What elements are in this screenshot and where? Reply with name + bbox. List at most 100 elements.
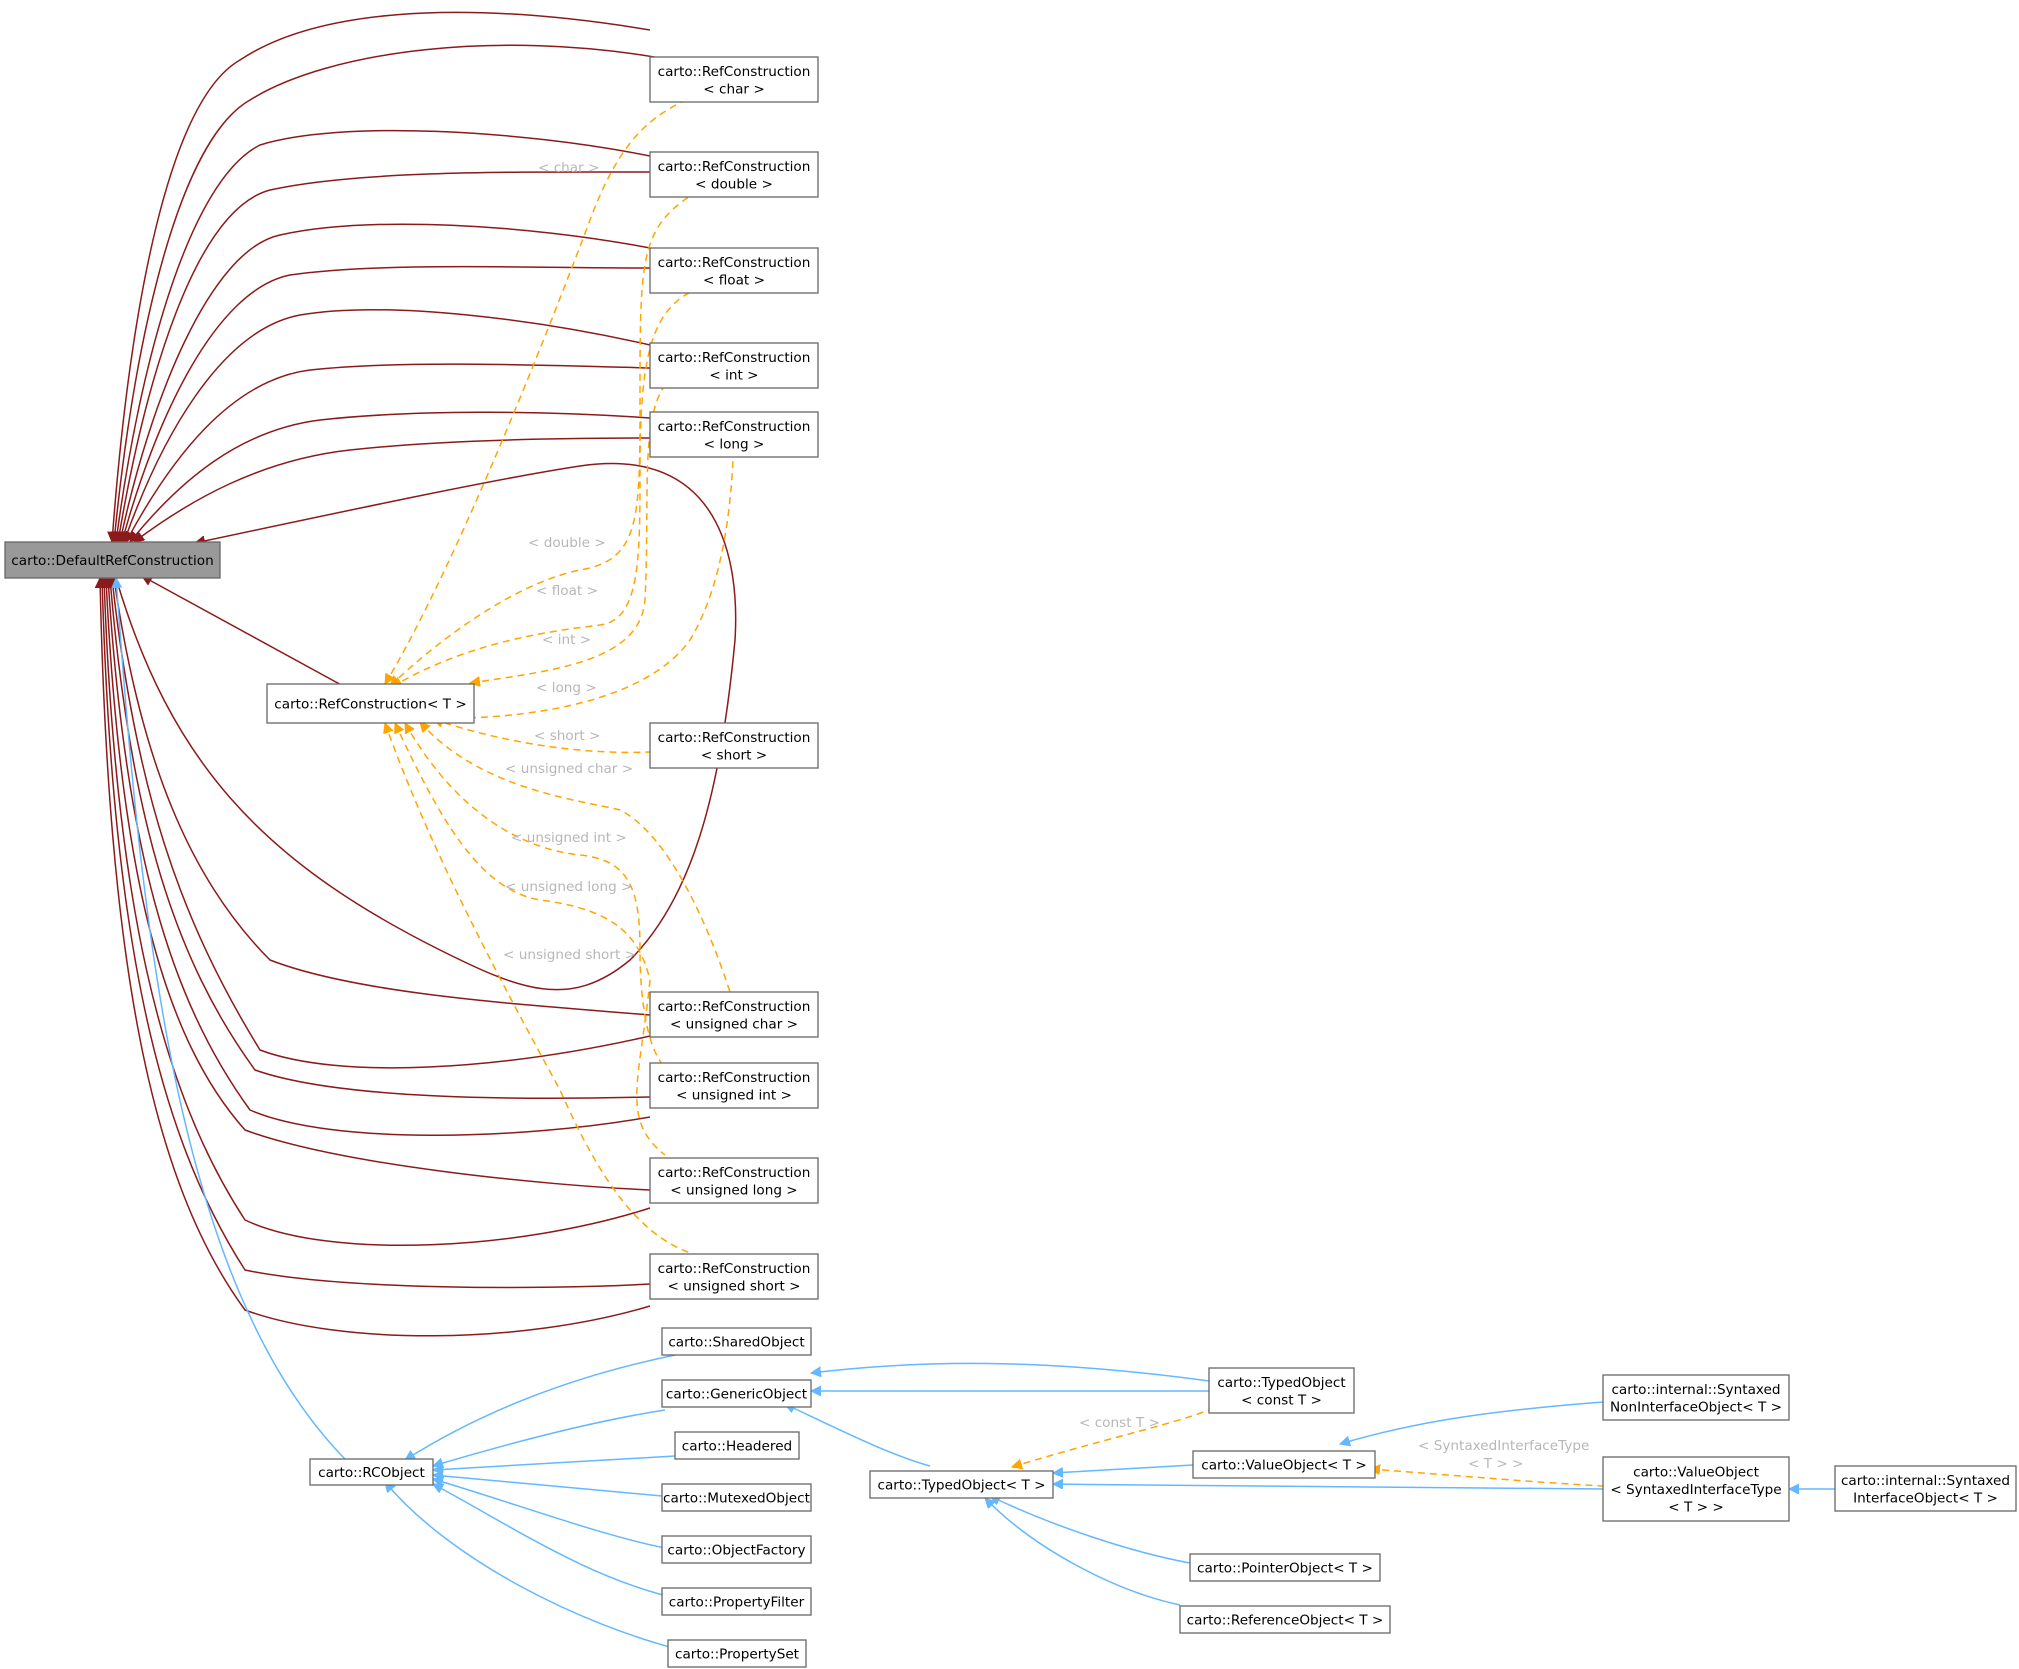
node-label-line: carto::ReferenceObject< T >	[1187, 1613, 1384, 1629]
node-rc-uint[interactable]: carto::RefConstruction< unsigned int >	[649, 1062, 819, 1109]
node-box[interactable]	[1192, 1450, 1376, 1479]
node-box[interactable]	[674, 1431, 800, 1460]
node-mutexed[interactable]: carto::MutexedObject	[661, 1483, 812, 1512]
node-label-line: < const T >	[1241, 1392, 1322, 1408]
node-label-line: < T > >	[1668, 1500, 1723, 1516]
node-label-line: < SyntaxedInterfaceType	[1610, 1482, 1781, 1498]
edge-syntnon-to-value	[1340, 1401, 1604, 1444]
node-propset[interactable]: carto::PropertySet	[667, 1639, 807, 1668]
edge-propfilter-to-rcobject	[433, 1483, 681, 1600]
node-box[interactable]	[1179, 1605, 1391, 1634]
node-value-t[interactable]: carto::ValueObject< T >	[1192, 1450, 1376, 1479]
edge-shared-to-rcobject	[405, 1353, 681, 1461]
label-uchar: < unsigned char >	[505, 761, 633, 777]
node-rc-long[interactable]: carto::RefConstruction< long >	[649, 411, 819, 458]
node-rc-ulong[interactable]: carto::RefConstruction< unsigned long >	[649, 1157, 819, 1204]
edge-char-to-reft	[384, 95, 696, 684]
node-box[interactable]	[661, 1587, 812, 1616]
node-synt-interface[interactable]: carto::internal::SyntaxedInterfaceObject…	[1834, 1465, 2017, 1512]
node-label-line: < unsigned long >	[670, 1182, 797, 1198]
node-box[interactable]	[1208, 1367, 1355, 1414]
node-box[interactable]	[1602, 1374, 1790, 1421]
node-headered[interactable]: carto::Headered	[674, 1431, 800, 1460]
node-label-line: carto::SharedObject	[668, 1335, 804, 1351]
node-synt-noninterface[interactable]: carto::internal::SyntaxedNonInterfaceObj…	[1602, 1374, 1790, 1421]
node-box[interactable]	[661, 1379, 812, 1408]
node-label-line: carto::RefConstruction	[658, 1165, 811, 1181]
node-rc-ushort[interactable]: carto::RefConstruction< unsigned short >	[649, 1253, 819, 1300]
node-pointer-t[interactable]: carto::PointerObject< T >	[1189, 1553, 1381, 1582]
node-box[interactable]	[1834, 1465, 2017, 1512]
protected-inheritance-edges	[100, 11, 737, 1337]
edge-char-to-default-2	[114, 44, 661, 542]
node-box[interactable]	[649, 1253, 819, 1300]
node-box[interactable]	[667, 1639, 807, 1668]
node-label-line: < int >	[709, 367, 758, 383]
label-double: < double >	[528, 535, 606, 551]
edge-uint-to-default	[110, 578, 651, 1100]
edge-mutexed-to-rcobject	[433, 1475, 663, 1497]
node-rcobject[interactable]: carto::RCObject	[309, 1458, 434, 1486]
node-box[interactable]	[1189, 1553, 1381, 1582]
node-label-line: carto::DefaultRefConstruction	[11, 553, 213, 569]
node-box[interactable]	[649, 411, 819, 458]
node-box[interactable]	[4, 541, 221, 579]
edge-valuesynt-to-value	[1370, 1469, 1604, 1487]
node-rc-short[interactable]: carto::RefConstruction< short >	[649, 722, 819, 769]
node-rc-int[interactable]: carto::RefConstruction< int >	[649, 342, 819, 389]
node-label-line: carto::PointerObject< T >	[1197, 1561, 1373, 1577]
node-rc-uchar[interactable]: carto::RefConstruction< unsigned char >	[649, 991, 819, 1038]
edge-long-to-default	[130, 411, 651, 542]
node-shared[interactable]: carto::SharedObject	[661, 1327, 812, 1356]
node-box[interactable]	[661, 1327, 812, 1356]
node-typed-t[interactable]: carto::TypedObject< T >	[869, 1470, 1054, 1499]
node-label-line: carto::RefConstruction	[658, 350, 811, 366]
node-box[interactable]	[266, 683, 475, 724]
node-box[interactable]	[649, 1157, 819, 1204]
node-typed-const[interactable]: carto::TypedObject< const T >	[1208, 1367, 1355, 1414]
node-generic[interactable]: carto::GenericObject	[661, 1379, 812, 1408]
node-label-line: carto::RefConstruction	[658, 999, 811, 1015]
node-rc-double[interactable]: carto::RefConstruction< double >	[649, 151, 819, 198]
node-default-ref[interactable]: carto::DefaultRefConstruction	[4, 541, 221, 579]
edge-typedconst-to-generic-1	[811, 1362, 1210, 1382]
node-box[interactable]	[661, 1483, 812, 1512]
node-rc-char[interactable]: carto::RefConstruction< char >	[649, 56, 819, 103]
edge-short-to-default	[115, 462, 737, 991]
node-label-line: carto::internal::Syntaxed	[1841, 1473, 2010, 1489]
node-label-line: < float >	[703, 272, 765, 288]
label-const-t: < const T >	[1079, 1415, 1160, 1431]
edge-float-to-default-2	[122, 265, 651, 542]
node-box[interactable]	[661, 1535, 812, 1564]
node-reference-t[interactable]: carto::ReferenceObject< T >	[1179, 1605, 1391, 1634]
public-inheritance-edges	[116, 578, 1835, 1652]
edge-ushort-to-reft	[385, 723, 701, 1257]
label-char: < char >	[538, 160, 599, 176]
node-box[interactable]	[649, 722, 819, 769]
node-box[interactable]	[649, 342, 819, 389]
node-label-line: < double >	[695, 176, 773, 192]
label-int: < int >	[542, 632, 591, 648]
node-box[interactable]	[649, 1062, 819, 1109]
node-box[interactable]	[649, 247, 819, 294]
edge-int-to-default-2	[125, 363, 651, 542]
node-value-synt[interactable]: carto::ValueObject< SyntaxedInterfaceTyp…	[1602, 1456, 1790, 1522]
node-label-line: carto::TypedObject	[1217, 1375, 1345, 1391]
node-ref-t[interactable]: carto::RefConstruction< T >	[266, 683, 475, 724]
node-factory[interactable]: carto::ObjectFactory	[661, 1535, 812, 1564]
label-uint: < unsigned int >	[511, 830, 627, 846]
edge-ushort-to-default-2	[100, 578, 651, 1337]
node-propfilter[interactable]: carto::PropertyFilter	[661, 1587, 812, 1616]
node-box[interactable]	[1602, 1456, 1790, 1522]
node-rc-float[interactable]: carto::RefConstruction< float >	[649, 247, 819, 294]
template-instance-edges	[384, 95, 1604, 1487]
edge-long-to-reft	[433, 459, 734, 718]
node-label-line: carto::RefConstruction	[658, 1070, 811, 1086]
node-box[interactable]	[649, 56, 819, 103]
node-label-line: carto::MutexedObject	[663, 1491, 810, 1507]
node-box[interactable]	[869, 1470, 1054, 1499]
node-box[interactable]	[649, 151, 819, 198]
edge-float-to-default	[120, 223, 651, 542]
node-box[interactable]	[309, 1458, 434, 1486]
node-box[interactable]	[649, 991, 819, 1038]
